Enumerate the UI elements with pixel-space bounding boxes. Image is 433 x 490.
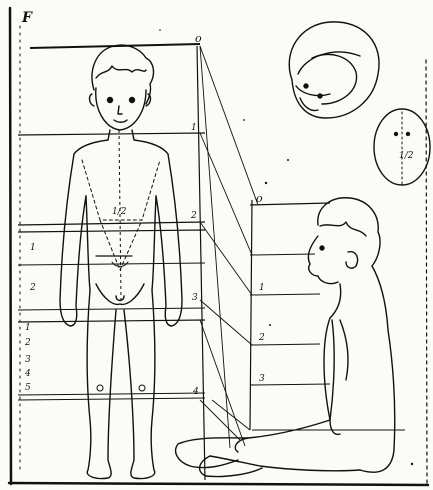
sitting-top-label: o <box>256 192 263 205</box>
standing-left-mark-3: 1 <box>25 323 31 333</box>
figure-letter: F <box>21 10 33 26</box>
oval-head-inset <box>374 109 430 185</box>
oval-head-label: 1/2 <box>399 151 414 161</box>
standing-left-mark-1: 1 <box>30 243 36 253</box>
sitting-grid <box>250 200 405 430</box>
frame <box>9 8 428 485</box>
standing-right-mark-4: 4 <box>192 387 199 397</box>
sitting-mark-3: 3 <box>259 374 265 384</box>
standing-left-mark-7: 5 <box>25 383 31 393</box>
head-inset <box>289 22 379 118</box>
standing-left-mark-2: 2 <box>29 283 36 293</box>
sitting-child <box>176 198 395 477</box>
chest-label: 1/2 <box>112 207 127 217</box>
standing-right-mark-2: 2 <box>190 211 197 221</box>
standing-left-mark-4: 2 <box>24 338 31 348</box>
sitting-mark-1: 1 <box>259 283 265 293</box>
standing-left-mark-6: 4 <box>24 369 31 379</box>
standing-top-label: o <box>195 32 202 45</box>
projection-lines <box>200 46 258 448</box>
standing-right-mark-3: 3 <box>192 293 198 303</box>
standing-left-mark-5: 3 <box>25 355 31 365</box>
standing-right-mark-1: 1 <box>191 123 197 133</box>
sitting-mark-2: 2 <box>258 333 265 343</box>
standing-child <box>60 45 182 478</box>
